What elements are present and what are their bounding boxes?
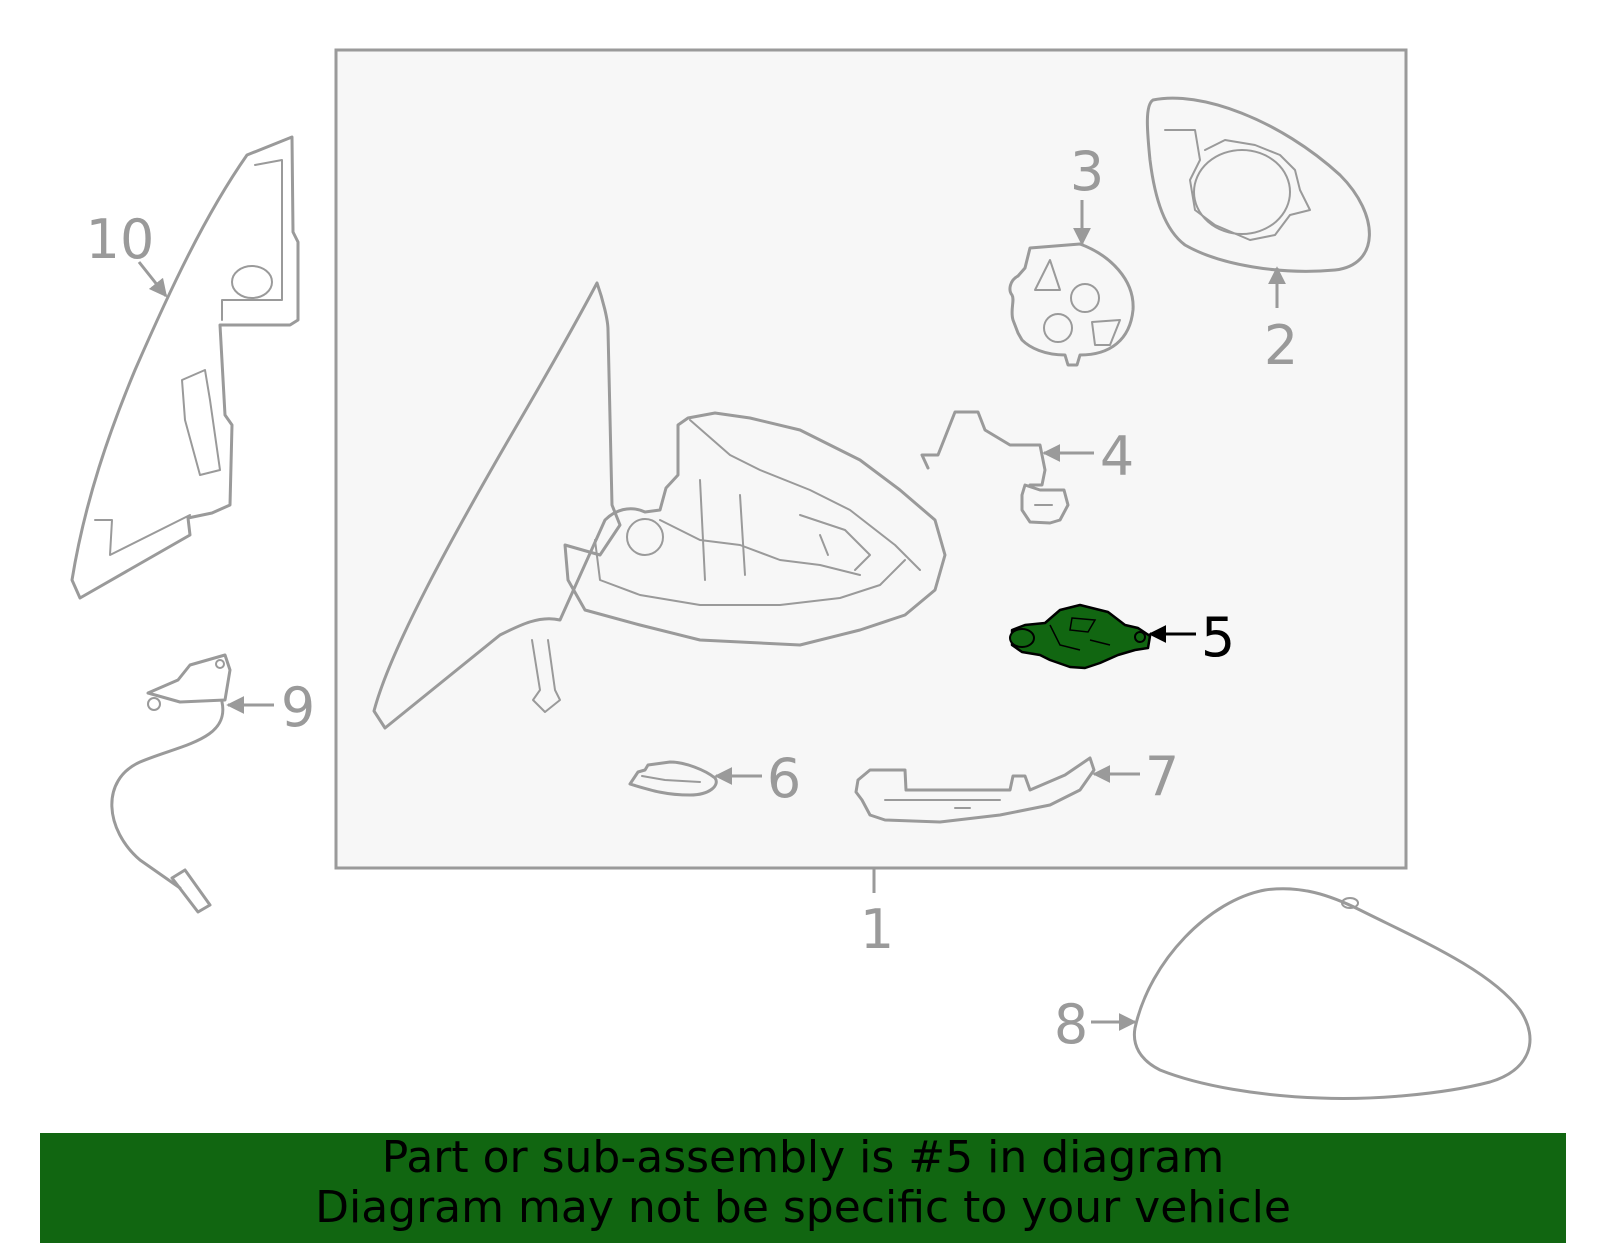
leader-10 — [137, 261, 168, 298]
callout-numbers: 1 2 3 4 5 6 7 8 9 10 — [86, 140, 1299, 1056]
banner-line-1: Part or sub-assembly is #5 in diagram — [381, 1132, 1225, 1183]
callout-4: 4 — [1100, 425, 1134, 488]
callout-10: 10 — [86, 208, 155, 271]
callout-7: 7 — [1145, 745, 1179, 808]
part-4-lamp-socket — [920, 410, 1070, 525]
part-9-harness — [110, 653, 232, 914]
part-7-signal-lens — [854, 756, 1096, 824]
leader-lines — [137, 200, 1286, 1031]
banner-line-2: Diagram may not be specific to your vehi… — [315, 1182, 1291, 1233]
callout-8: 8 — [1054, 993, 1088, 1056]
callout-9: 9 — [281, 676, 315, 739]
callout-2: 2 — [1264, 314, 1298, 377]
part-5-actuator-highlighted — [1009, 603, 1152, 670]
assembly-box — [334, 48, 1408, 870]
part-2-mirror-glass — [1145, 96, 1371, 273]
part-8-mirror-cover — [1132, 887, 1532, 1100]
callout-1: 1 — [860, 898, 894, 961]
part-1-mirror-assembly — [372, 281, 947, 730]
callout-6: 6 — [767, 747, 801, 810]
part-10-trim-panel — [70, 135, 300, 600]
part-3-motor — [1008, 242, 1135, 367]
callout-5: 5 — [1201, 606, 1235, 669]
callout-3: 3 — [1070, 140, 1104, 203]
info-banner: Part or sub-assembly is #5 in diagram Di… — [40, 1133, 1566, 1243]
